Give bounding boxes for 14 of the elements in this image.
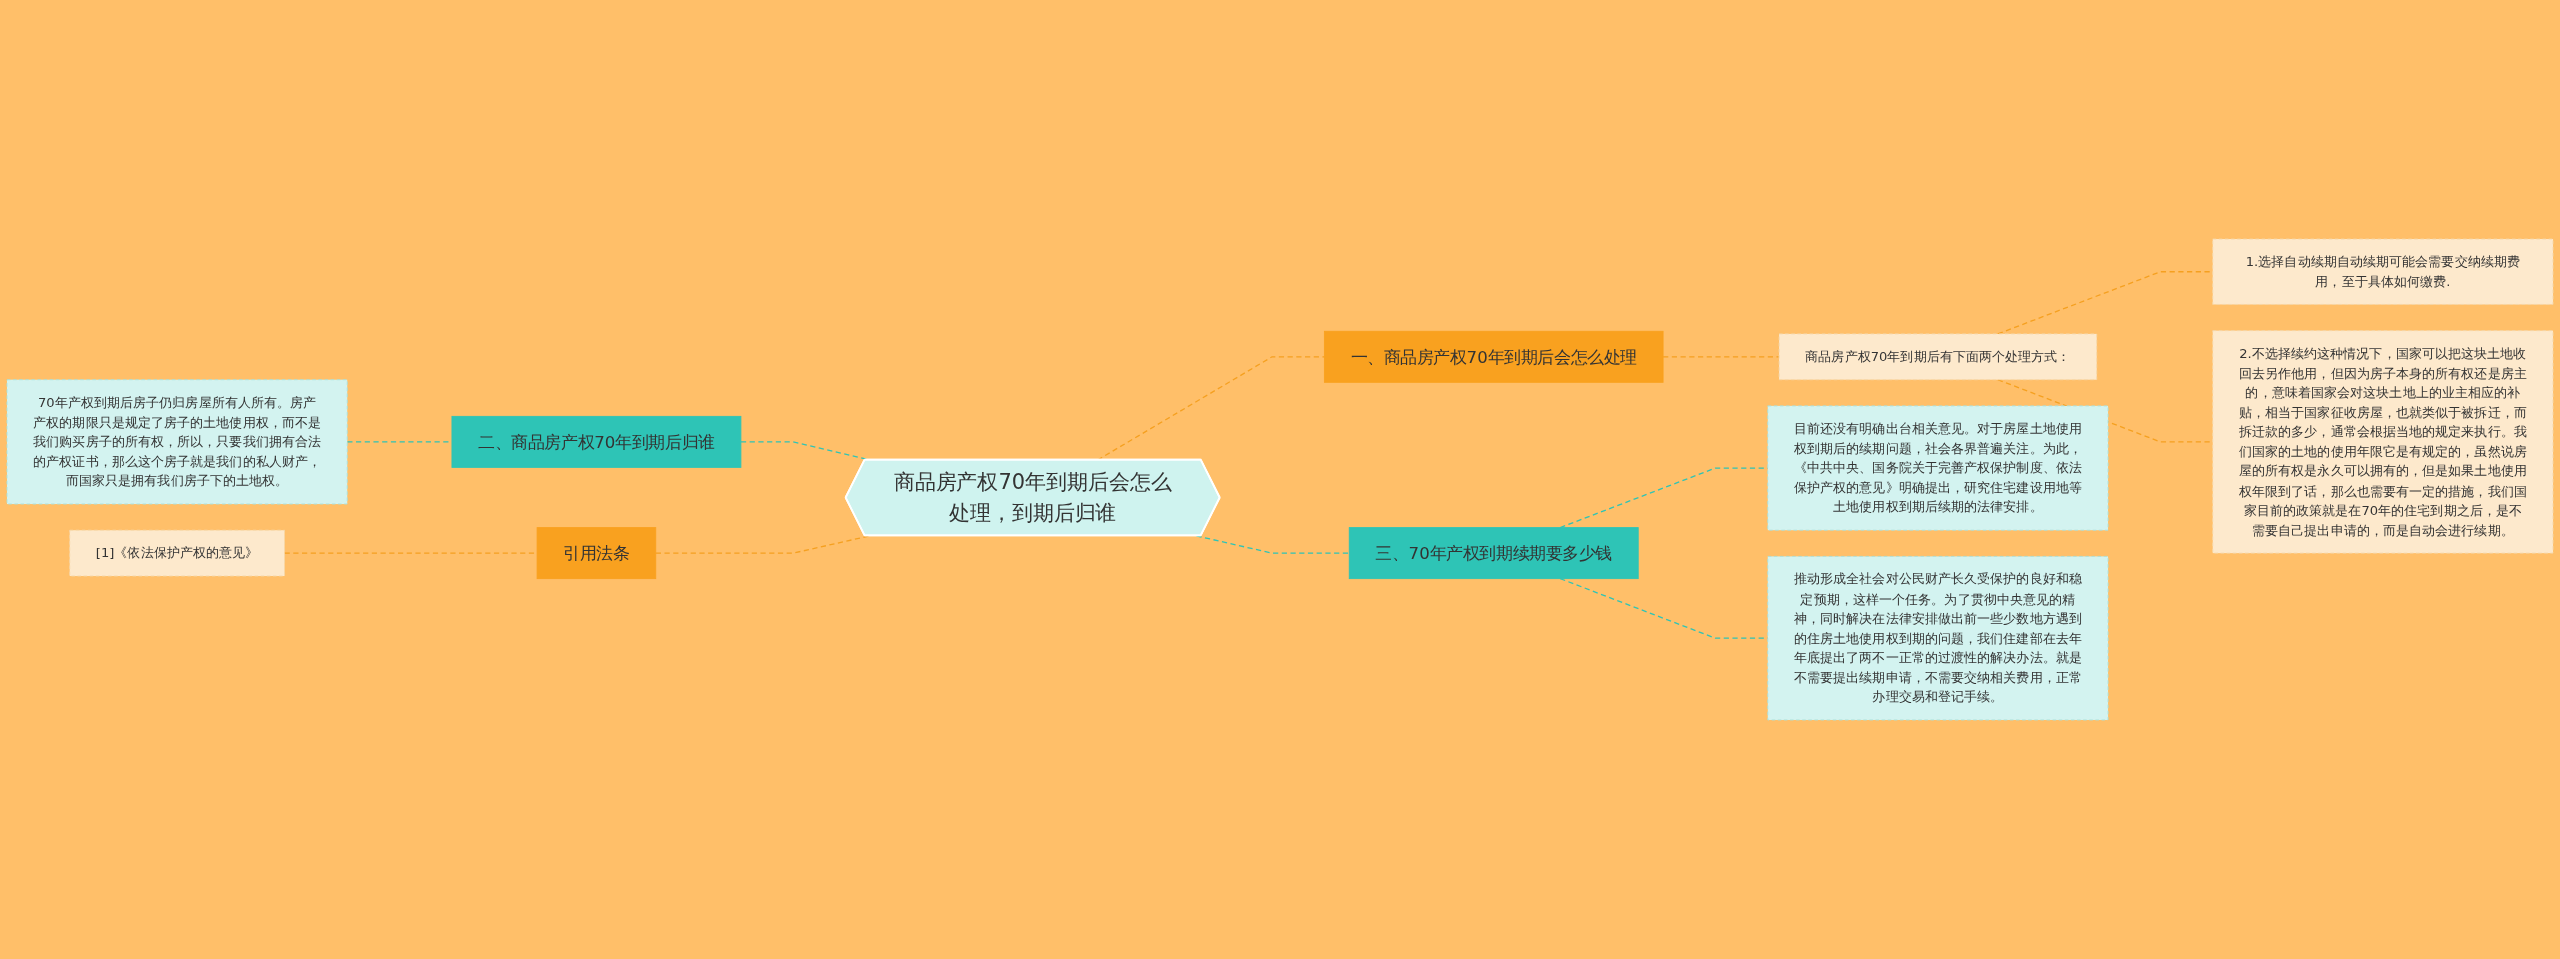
connector (1195, 535, 1350, 554)
node-box: 目前还没有明确出台相关意见。对于房屋土地使用权到期后的续期问题，社会各界普遍关注。为此，《中共中央、国务院关于完善产权保护制度、依法保护产权的意见》明确提出，研究住宅建设用地等土地使用权到期后续期的法律安排。 (1767, 405, 2109, 531)
node-box: 70年产权到期后房子仍归房屋所有人所有。房产产权的期限只是规定了房子的土地使用权，而不是我们购买房子的所有权，所以，只要我们拥有合法的产权证书，那么这个房子就是我们的私人财产，而国家只是拥有我们房子下的土地权。 (6, 379, 348, 505)
node-box: 二、商品房产权70年到期后归谁 (451, 415, 742, 468)
node-box: 商品房产权70年到期后有下面两个处理方式： (1778, 333, 2098, 381)
node-box: 推动形成全社会对公民财产长久受保护的良好和稳定预期，这样一个任务。为了贯彻中央意见的精神，同时解决在法律安排做出前一些少数地方遇到的住房土地使用权到期的问题，我们住建部在去年年底提出了两不一正常的过渡性的解决办法。就是不需要提出续期申请，不需要交纳相关费用，正常办理交易和登记手续。 (1767, 555, 2109, 721)
node-box: 三、70年产权到期续期要多少钱 (1348, 527, 1639, 580)
node-box: [1]《依法保护产权的意见》 (69, 529, 285, 577)
node-box: 2.不选择续约这种情况下，国家可以把这块土地收回去另作他用，但因为房子本身的所有权还是房主的，意味着国家会对这块土地上的业主相应的补贴，相当于国家征收房屋，也就类似于被拆迁，而拆迁款的多少，通常会根据当地的规定来执行。我们国家的土地的使用年限它是有规定的，虽然说房屋的所有权是永久可以拥有的，但是如果土地使用权年限到了话，那么也需要有一定的措施，我们国家目前的政策就是在70年的住宅到期之后，是不需要自己提出申请的，而是自动会进行续期。 (2212, 330, 2554, 554)
node-box: 1.选择自动续期自动续期可能会需要交纳续期费用，至于具体如何缴费. (2212, 238, 2554, 305)
connector (1097, 356, 1326, 461)
connector (1662, 356, 1780, 358)
node-box: 引用法条 (536, 527, 657, 580)
node-box: 一、商品房产权70年到期后会怎么处理 (1323, 330, 1664, 383)
